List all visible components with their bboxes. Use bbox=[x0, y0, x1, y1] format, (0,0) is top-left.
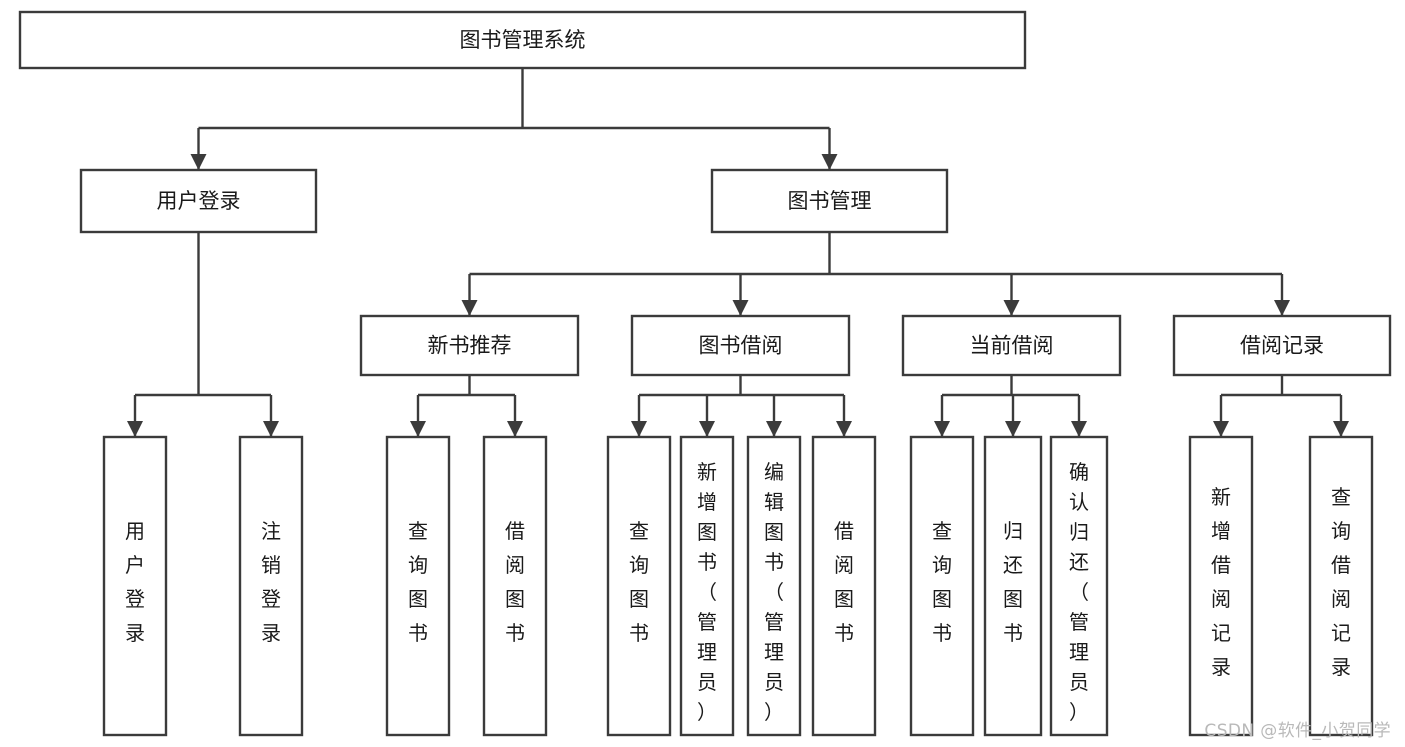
node-label-user-login: 用户登录 bbox=[157, 189, 241, 213]
node-box-leaf-user-login bbox=[102, 435, 168, 737]
node-leaf-add-record[interactable]: 新增借阅记录 bbox=[1188, 435, 1254, 737]
node-label-book-manage: 图书管理 bbox=[788, 189, 872, 213]
node-label-leaf-add-book: 新增图书（管理员） bbox=[697, 460, 717, 724]
node-label-new-book-rec: 新书推荐 bbox=[428, 334, 512, 358]
edge-group-current-borrow bbox=[934, 375, 1087, 437]
node-label-borrow-record: 借阅记录 bbox=[1240, 334, 1324, 358]
node-label-book-borrow: 图书借阅 bbox=[699, 334, 783, 358]
node-leaf-query-record[interactable]: 查询借阅记录 bbox=[1308, 435, 1374, 737]
node-leaf-edit-book[interactable]: 编辑图书（管理员） bbox=[746, 435, 802, 737]
node-label-leaf-query-book-1: 查询图书 bbox=[408, 519, 428, 645]
node-leaf-logout[interactable]: 注销登录 bbox=[238, 435, 304, 737]
arrow-head bbox=[190, 154, 207, 170]
node-current-borrow[interactable]: 当前借阅 bbox=[901, 314, 1122, 377]
node-leaf-user-login[interactable]: 用户登录 bbox=[102, 435, 168, 737]
edge-group-borrow-record bbox=[1213, 375, 1349, 437]
node-box-leaf-query-book-3 bbox=[909, 435, 975, 737]
node-leaf-query-book-3[interactable]: 查询图书 bbox=[909, 435, 975, 737]
arrow-head bbox=[507, 421, 523, 437]
node-label-leaf-user-login: 用户登录 bbox=[125, 519, 145, 645]
edge-group-book-manage bbox=[461, 232, 1290, 316]
node-box-book-manage bbox=[710, 168, 949, 234]
node-leaf-query-book-1[interactable]: 查询图书 bbox=[385, 435, 451, 737]
node-box-leaf-add-book bbox=[679, 435, 735, 737]
node-leaf-confirm-return[interactable]: 确认归还（管理员） bbox=[1049, 435, 1109, 737]
node-label-leaf-query-record: 查询借阅记录 bbox=[1331, 485, 1351, 679]
arrow-head bbox=[699, 421, 715, 437]
node-label-leaf-query-book-3: 查询图书 bbox=[932, 519, 952, 645]
arrow-head bbox=[1213, 421, 1229, 437]
arrow-head bbox=[766, 421, 782, 437]
node-box-leaf-edit-book bbox=[746, 435, 802, 737]
node-root[interactable]: 图书管理系统 bbox=[18, 10, 1027, 70]
node-label-leaf-borrow-book-2: 借阅图书 bbox=[834, 519, 854, 645]
node-box-root bbox=[18, 10, 1027, 70]
arrow-head bbox=[631, 421, 647, 437]
node-leaf-add-book[interactable]: 新增图书（管理员） bbox=[679, 435, 735, 737]
arrow-head bbox=[732, 300, 749, 316]
node-box-leaf-add-record bbox=[1188, 435, 1254, 737]
node-label-leaf-confirm-return: 确认归还（管理员） bbox=[1069, 460, 1089, 724]
arrow-head bbox=[1274, 300, 1290, 316]
arrow-head bbox=[836, 421, 852, 437]
node-label-leaf-borrow-book-1: 借阅图书 bbox=[505, 519, 525, 645]
node-box-leaf-query-book-2 bbox=[606, 435, 672, 737]
node-layer: 图书管理系统用户登录图书管理新书推荐图书借阅当前借阅借阅记录用户登录注销登录查询… bbox=[18, 10, 1392, 737]
node-box-borrow-record bbox=[1172, 314, 1392, 377]
node-book-borrow[interactable]: 图书借阅 bbox=[630, 314, 851, 377]
node-box-leaf-return-book bbox=[983, 435, 1043, 737]
node-box-leaf-logout bbox=[238, 435, 304, 737]
node-box-leaf-borrow-book-2 bbox=[811, 435, 877, 737]
node-new-book-rec[interactable]: 新书推荐 bbox=[359, 314, 580, 377]
arrow-head bbox=[461, 300, 478, 316]
arrow-head bbox=[410, 421, 426, 437]
node-label-leaf-query-book-2: 查询图书 bbox=[629, 519, 649, 645]
node-user-login[interactable]: 用户登录 bbox=[79, 168, 318, 234]
node-leaf-borrow-book-1[interactable]: 借阅图书 bbox=[482, 435, 548, 737]
node-box-user-login bbox=[79, 168, 318, 234]
arrow-head bbox=[1005, 421, 1021, 437]
node-label-leaf-add-record: 新增借阅记录 bbox=[1211, 485, 1231, 679]
node-box-current-borrow bbox=[901, 314, 1122, 377]
node-leaf-return-book[interactable]: 归还图书 bbox=[983, 435, 1043, 737]
node-box-book-borrow bbox=[630, 314, 851, 377]
node-label-leaf-logout: 注销登录 bbox=[261, 519, 281, 645]
arrow-head bbox=[127, 421, 143, 437]
edge-group-root bbox=[190, 68, 838, 170]
node-leaf-query-book-2[interactable]: 查询图书 bbox=[606, 435, 672, 737]
node-box-leaf-borrow-book-1 bbox=[482, 435, 548, 737]
arrow-head bbox=[1003, 300, 1020, 316]
arrow-head bbox=[934, 421, 950, 437]
edge-group-book-borrow bbox=[631, 375, 852, 437]
node-box-new-book-rec bbox=[359, 314, 580, 377]
node-label-root: 图书管理系统 bbox=[460, 28, 586, 52]
arrow-head bbox=[263, 421, 279, 437]
arrow-head bbox=[1071, 421, 1087, 437]
node-borrow-record[interactable]: 借阅记录 bbox=[1172, 314, 1392, 377]
node-box-leaf-query-record bbox=[1308, 435, 1374, 737]
node-label-leaf-return-book: 归还图书 bbox=[1003, 519, 1023, 645]
node-box-leaf-confirm-return bbox=[1049, 435, 1109, 737]
node-label-leaf-edit-book: 编辑图书（管理员） bbox=[764, 460, 784, 724]
arrow-head bbox=[1333, 421, 1349, 437]
node-label-current-borrow: 当前借阅 bbox=[970, 334, 1054, 358]
connector-layer bbox=[127, 68, 1349, 437]
arrow-head bbox=[821, 154, 838, 170]
edge-group-new-book-rec bbox=[410, 375, 523, 437]
node-book-manage[interactable]: 图书管理 bbox=[710, 168, 949, 234]
edge-group-user-login bbox=[127, 232, 279, 437]
node-leaf-borrow-book-2[interactable]: 借阅图书 bbox=[811, 435, 877, 737]
node-box-leaf-query-book-1 bbox=[385, 435, 451, 737]
